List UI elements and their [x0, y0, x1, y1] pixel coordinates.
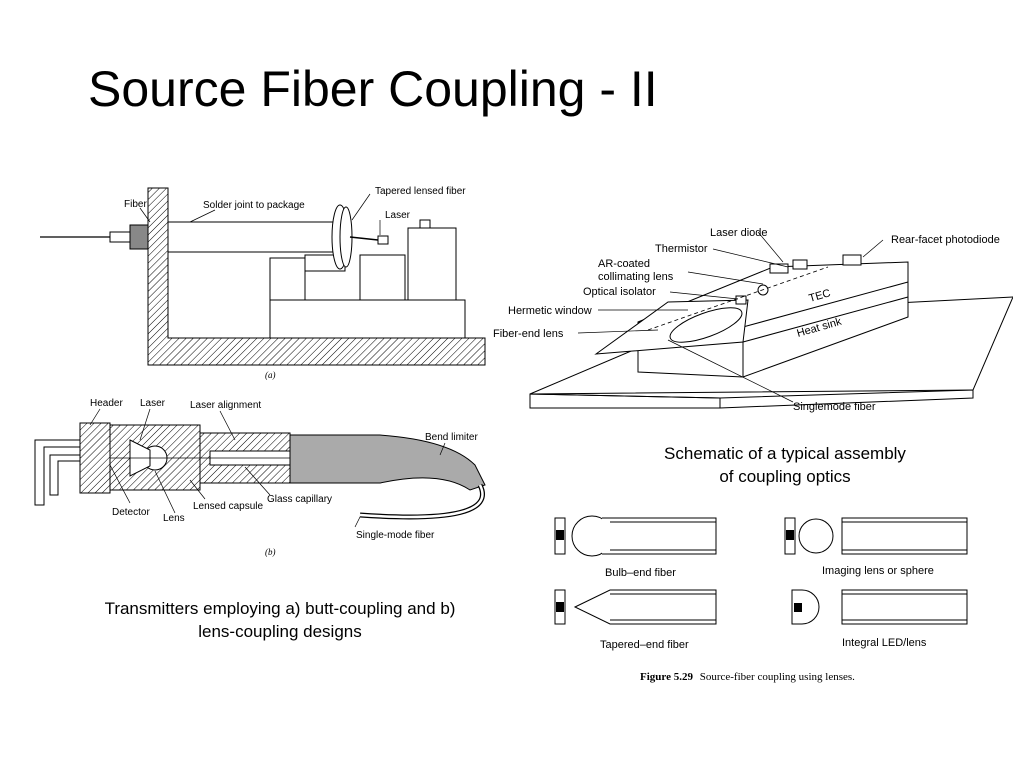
assembly-caption: Schematic of a typical assembly of coupl…	[600, 442, 970, 488]
figure-number: Figure 5.29	[640, 671, 693, 683]
ferrule-tube	[167, 221, 339, 253]
label-single-mode-fiber: Single-mode fiber	[356, 530, 435, 541]
label-fiber: Fiber	[124, 199, 147, 210]
assembly-schematic: Laser diode Thermistor AR-coated collima…	[493, 227, 1013, 413]
label-lensed-capsule: Lensed capsule	[193, 501, 263, 512]
label-tapered-lensed-fiber: Tapered lensed fiber	[375, 186, 466, 197]
label-detector: Detector	[112, 507, 150, 518]
label-figure-a: (a)	[265, 370, 276, 380]
label-figure-b: (b)	[265, 547, 276, 557]
label-laser-diode: Laser diode	[710, 227, 768, 239]
label-bulb-end-fiber: Bulb–end fiber	[605, 567, 676, 579]
label-singlemode-fiber: Singlemode fiber	[793, 401, 876, 413]
label-rear-facet-photodiode: Rear-facet photodiode	[891, 234, 1000, 246]
lens-coupling-figure: Header Laser Laser alignment Bend limite…	[34, 398, 486, 557]
left-caption-line1: Transmitters employing a) butt-coupling …	[104, 599, 456, 618]
left-caption-line2: lens-coupling designs	[198, 622, 362, 641]
integral-led-lens	[791, 589, 820, 625]
assembly-caption-line1: Schematic of a typical assembly	[664, 444, 906, 463]
imaging-fiber	[841, 517, 968, 555]
integral-fiber	[841, 589, 968, 625]
bulb-fiber	[602, 517, 717, 555]
label-laser-alignment: Laser alignment	[190, 400, 261, 411]
bench-base	[269, 299, 466, 339]
thermistor-chip	[792, 259, 808, 270]
beam-path	[647, 266, 829, 331]
package-wall	[147, 187, 486, 366]
label-integral-led-lens: Integral LED/lens	[842, 637, 927, 649]
label-solder-joint: Solder joint to package	[203, 200, 305, 211]
label-laser-b: Laser	[140, 398, 166, 409]
label-bend-limiter: Bend limiter	[425, 432, 478, 443]
lens-coupling-types-figure: Bulb–end fiber Imaging lens or sphere Ta…	[554, 515, 968, 683]
label-tapered-end-fiber: Tapered–end fiber	[600, 639, 689, 651]
label-laser-a: Laser	[385, 210, 411, 221]
figure-caption-text: Source-fiber coupling using lenses.	[700, 671, 855, 683]
header-block	[79, 422, 111, 494]
assembly-caption-line2: of coupling optics	[719, 467, 851, 486]
rear-photodiode-chip	[842, 254, 862, 266]
butt-coupling-figure: Fiber Solder joint to package Tapered le…	[40, 186, 486, 380]
imaging-sphere	[798, 518, 834, 554]
label-header: Header	[90, 398, 123, 409]
laser-diode-chip	[769, 263, 789, 274]
label-tec: TEC	[808, 287, 833, 305]
label-thermistor: Thermistor	[655, 243, 708, 255]
slide-title: Source Fiber Coupling - II	[88, 61, 658, 117]
label-collimating-lens: collimating lens	[598, 271, 674, 283]
label-glass-capillary: Glass capillary	[267, 494, 332, 505]
label-hermetic-window: Hermetic window	[508, 305, 592, 317]
bend-limiter	[289, 434, 486, 491]
optical-isolator	[735, 295, 747, 305]
label-imaging-lens: Imaging lens or sphere	[822, 565, 934, 577]
laser-chip	[377, 235, 389, 245]
label-ar-coated: AR-coated	[598, 258, 650, 270]
left-caption: Transmitters employing a) butt-coupling …	[40, 597, 520, 643]
mount-block	[269, 257, 306, 301]
submount	[359, 254, 406, 301]
label-fiber-end-lens: Fiber-end lens	[493, 328, 564, 340]
label-optical-isolator: Optical isolator	[583, 286, 656, 298]
photodiode-block	[407, 227, 457, 301]
label-lens: Lens	[163, 513, 185, 524]
figure-caption: Figure 5.29 Source-fiber coupling using …	[640, 671, 855, 683]
tapered-fiber	[573, 589, 717, 625]
